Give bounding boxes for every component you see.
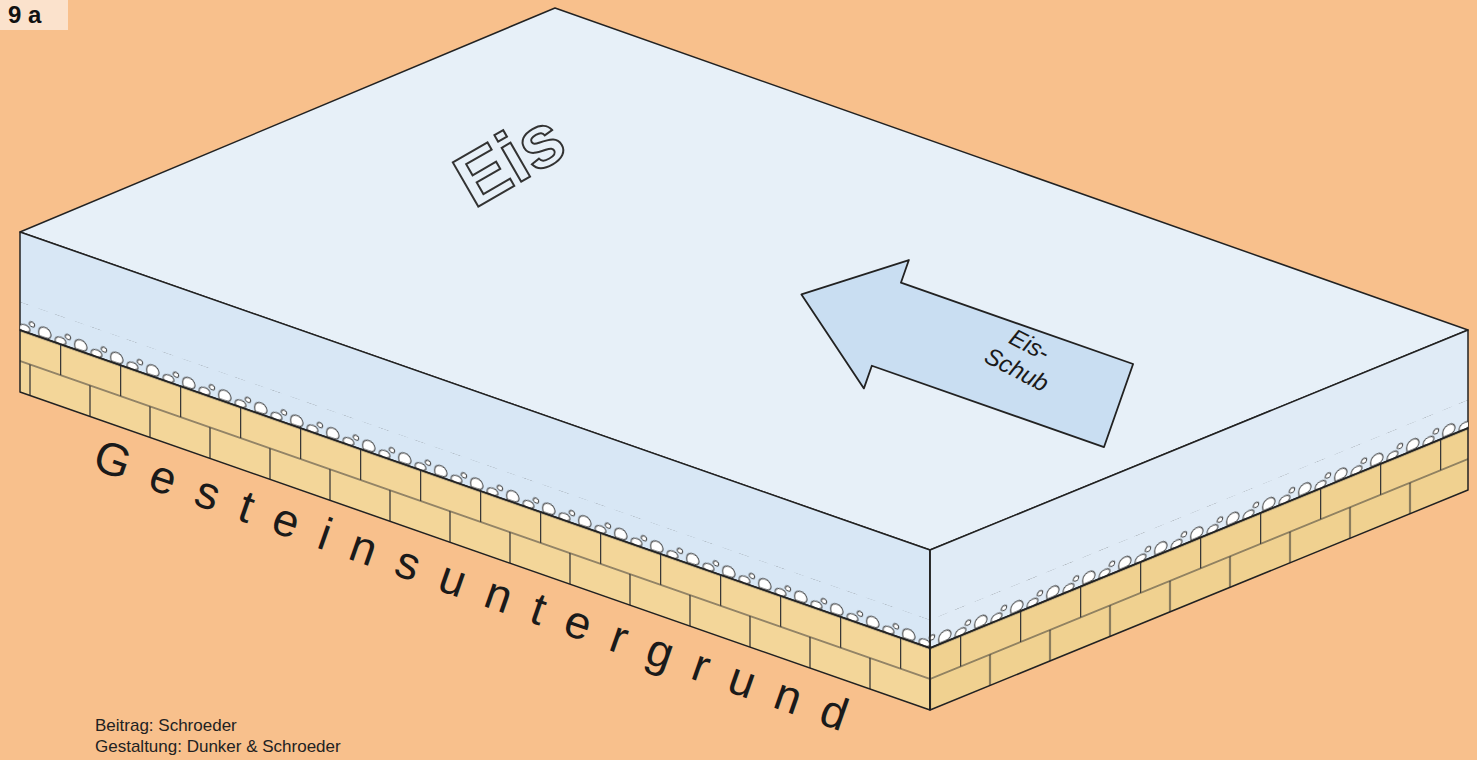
credit-note: Gestaltung: Dunker & Schroeder [95, 737, 341, 757]
ice-slab: EisEis- Schub [0, 0, 1477, 720]
figure-number-box: 9 a [0, 0, 68, 30]
ice-push-arrow-shape [779, 230, 1141, 469]
number-box-fill [0, 0, 68, 30]
bedrock-front [20, 330, 930, 710]
ice-slab-outline [0, 0, 1477, 720]
moraine-rocks [930, 400, 1468, 648]
bedrock-side [930, 428, 1468, 710]
node-text: 9 a [8, 1, 41, 29]
slab-edge [929, 550, 931, 710]
credit-note: Beitrag: Schroeder [95, 716, 237, 736]
